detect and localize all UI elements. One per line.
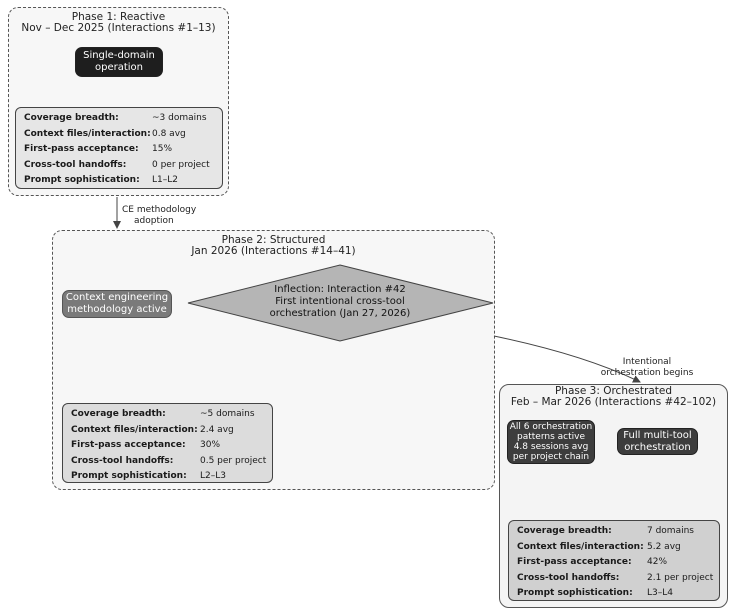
inflection-line1: Inflection: Interaction #42 [274, 284, 406, 295]
metric-label: First-pass acceptance: [517, 557, 632, 568]
metric-row: Prompt sophistication: L3–L4 [517, 586, 711, 602]
transition2-label-line1: Intentional [622, 357, 672, 367]
metric-row: Context files/interaction: 5.2 avg [517, 540, 711, 556]
phase3-patterns-line3: 4.8 sessions avg [513, 442, 589, 452]
phase3-mode: Full multi-tool orchestration [617, 428, 698, 455]
metric-label: Cross-tool handoffs: [517, 572, 620, 583]
arrow-phase2-to-phase3 [493, 335, 641, 383]
metric-row: Coverage breadth: ~3 domains [24, 111, 214, 127]
metric-label: Prompt sophistication: [517, 588, 633, 599]
transition2-label: Intentional orchestration begins [596, 357, 698, 379]
transition2-label-line2: orchestration begins [600, 368, 694, 378]
transition1-label-line2: adoption [134, 216, 174, 226]
metric-value: 0 per project [152, 159, 210, 170]
metric-value: 42% [647, 557, 668, 568]
transition1-label: CE methodology adoption [122, 205, 196, 227]
metric-value: L3–L4 [647, 588, 673, 599]
metric-row: Cross-tool handoffs: 0 per project [24, 158, 214, 174]
metric-row: Coverage breadth: 7 domains [517, 524, 711, 540]
phase1-mode-label: Single-domain operation [83, 50, 155, 73]
inflection-line2: First intentional cross-tool [275, 296, 405, 307]
phase1-subtitle: Nov – Dec 2025 (Interactions #1–13) [21, 22, 216, 34]
metric-row: Prompt sophistication: L1–L2 [24, 173, 214, 189]
phase1-mode: Single-domain operation [75, 47, 163, 77]
phase3-subtitle: Feb – Mar 2026 (Interactions #42–102) [510, 396, 717, 408]
metric-label: Cross-tool handoffs: [24, 159, 127, 170]
phase3-patterns-line4: per project chain [512, 452, 590, 462]
phase1-container: Phase 1: Reactive Nov – Dec 2025 (Intera… [8, 7, 229, 196]
metric-label: Context files/interaction: [24, 128, 151, 139]
metric-value: 7 domains [647, 526, 694, 536]
metric-label: First-pass acceptance: [24, 144, 139, 155]
metric-label: Coverage breadth: [517, 526, 612, 536]
metric-row: First-pass acceptance: 15% [24, 142, 214, 158]
phase3-title: Phase 3: Orchestrated [554, 385, 673, 397]
phase3-mode-line1: Full multi-tool [623, 429, 692, 441]
metric-value: 0.8 avg [152, 128, 186, 139]
metric-value: ~3 domains [152, 113, 207, 123]
phase3-metrics: Coverage breadth: 7 domains Context file… [508, 520, 720, 601]
inflection-diamond [187, 264, 494, 342]
metric-row: Cross-tool handoffs: 2.1 per project [517, 571, 714, 587]
metric-value: 2.1 per project [647, 572, 714, 583]
phase3-patterns-line1: All 6 orchestration [509, 422, 593, 432]
phase1-metrics: Coverage breadth: ~3 domains Context fil… [15, 107, 223, 189]
inflection-line3: orchestration (Jan 27, 2026) [269, 308, 411, 319]
phase3-mode-line2: orchestration [624, 441, 691, 453]
metric-label: Context files/interaction: [517, 541, 644, 552]
inflection-text: Inflection: Interaction #42 First intent… [228, 284, 452, 320]
metric-label: Prompt sophistication: [24, 175, 140, 186]
metric-value: L1–L2 [152, 175, 178, 186]
metric-label: Coverage breadth: [24, 113, 119, 123]
transition1-label-line1: CE methodology [122, 205, 197, 215]
metric-value: 5.2 avg [647, 541, 681, 552]
metric-row: First-pass acceptance: 42% [517, 555, 711, 571]
phase1-title: Phase 1: Reactive [71, 11, 166, 23]
phase3-patterns: All 6 orchestration patterns active 4.8 … [507, 420, 595, 464]
metric-row: Context files/interaction: 0.8 avg [24, 127, 214, 143]
phase3-patterns-line2: patterns active [517, 432, 585, 442]
metric-value: 15% [152, 144, 173, 155]
phase3-container: Phase 3: Orchestrated Feb – Mar 2026 (In… [499, 384, 728, 608]
